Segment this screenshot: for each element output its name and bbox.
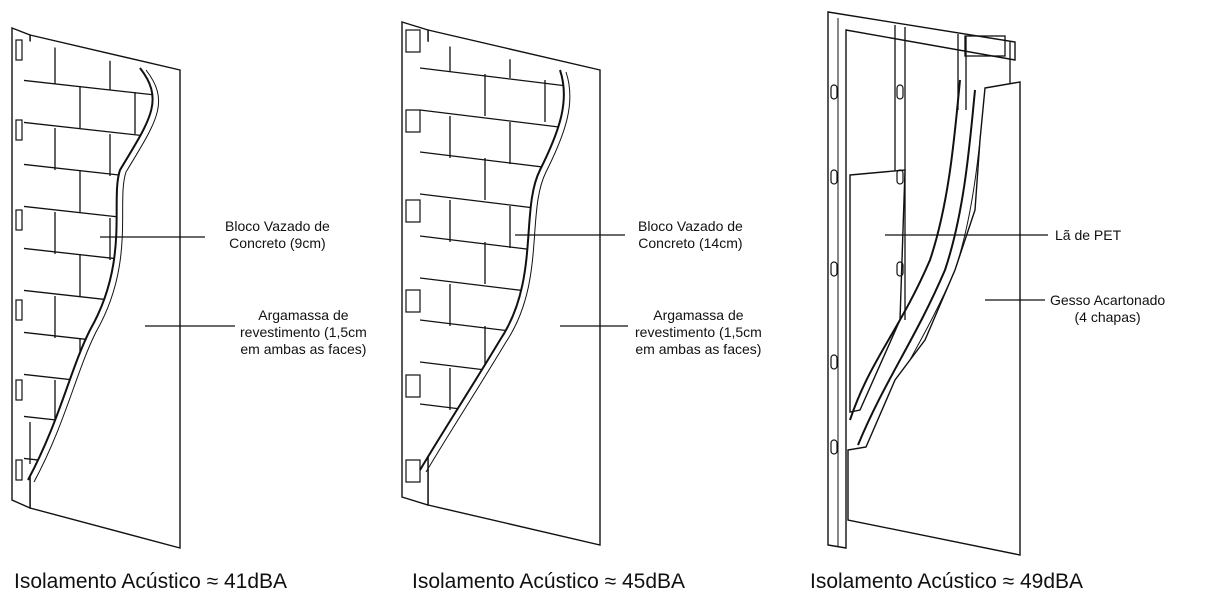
wall-9cm-drawing: [11, 26, 181, 549]
label-pet-wool: Lã de PET: [1055, 227, 1122, 243]
caption-14cm-acoustic-insulation: Isolamento Acústico ≈ 45dBA: [412, 570, 686, 593]
wall-9cm-side-slots: [15, 39, 23, 481]
wall-14cm-plaster-cut-edge: [419, 69, 565, 471]
caption-drywall-acoustic-insulation: Isolamento Acústico ≈ 49dBA: [810, 570, 1084, 593]
drywall-drawing: [827, 11, 1021, 556]
label-9cm-plaster: Argamassa de revestimento (1,5cm em amba…: [240, 307, 367, 357]
label-14cm-block: Bloco Vazado de Concreto (14cm): [638, 218, 743, 251]
drywall-side-holes: [830, 84, 904, 455]
wall-14cm-drawing: [401, 21, 601, 546]
drywall-outer-board: [847, 81, 1021, 556]
wall-9cm-plaster-cut-edge: [27, 67, 154, 481]
label-14cm-plaster: Argamassa de revestimento (1,5cm em amba…: [635, 307, 762, 357]
drywall-pet-wool: [849, 169, 906, 413]
caption-9cm-acoustic-insulation: Isolamento Acústico ≈ 41dBA: [14, 570, 288, 593]
drywall-board-layer-1: [849, 79, 961, 421]
drywall-frame-outline: [827, 11, 1016, 549]
label-gypsum-board: Gesso Acartonado (4 chapas): [1050, 292, 1166, 325]
label-9cm-block: Bloco Vazado de Concreto (9cm): [225, 218, 330, 251]
wall-14cm-side-slots: [405, 29, 421, 483]
drywall-board-layer-2: [857, 89, 976, 446]
leader-lines: [100, 234, 1048, 327]
